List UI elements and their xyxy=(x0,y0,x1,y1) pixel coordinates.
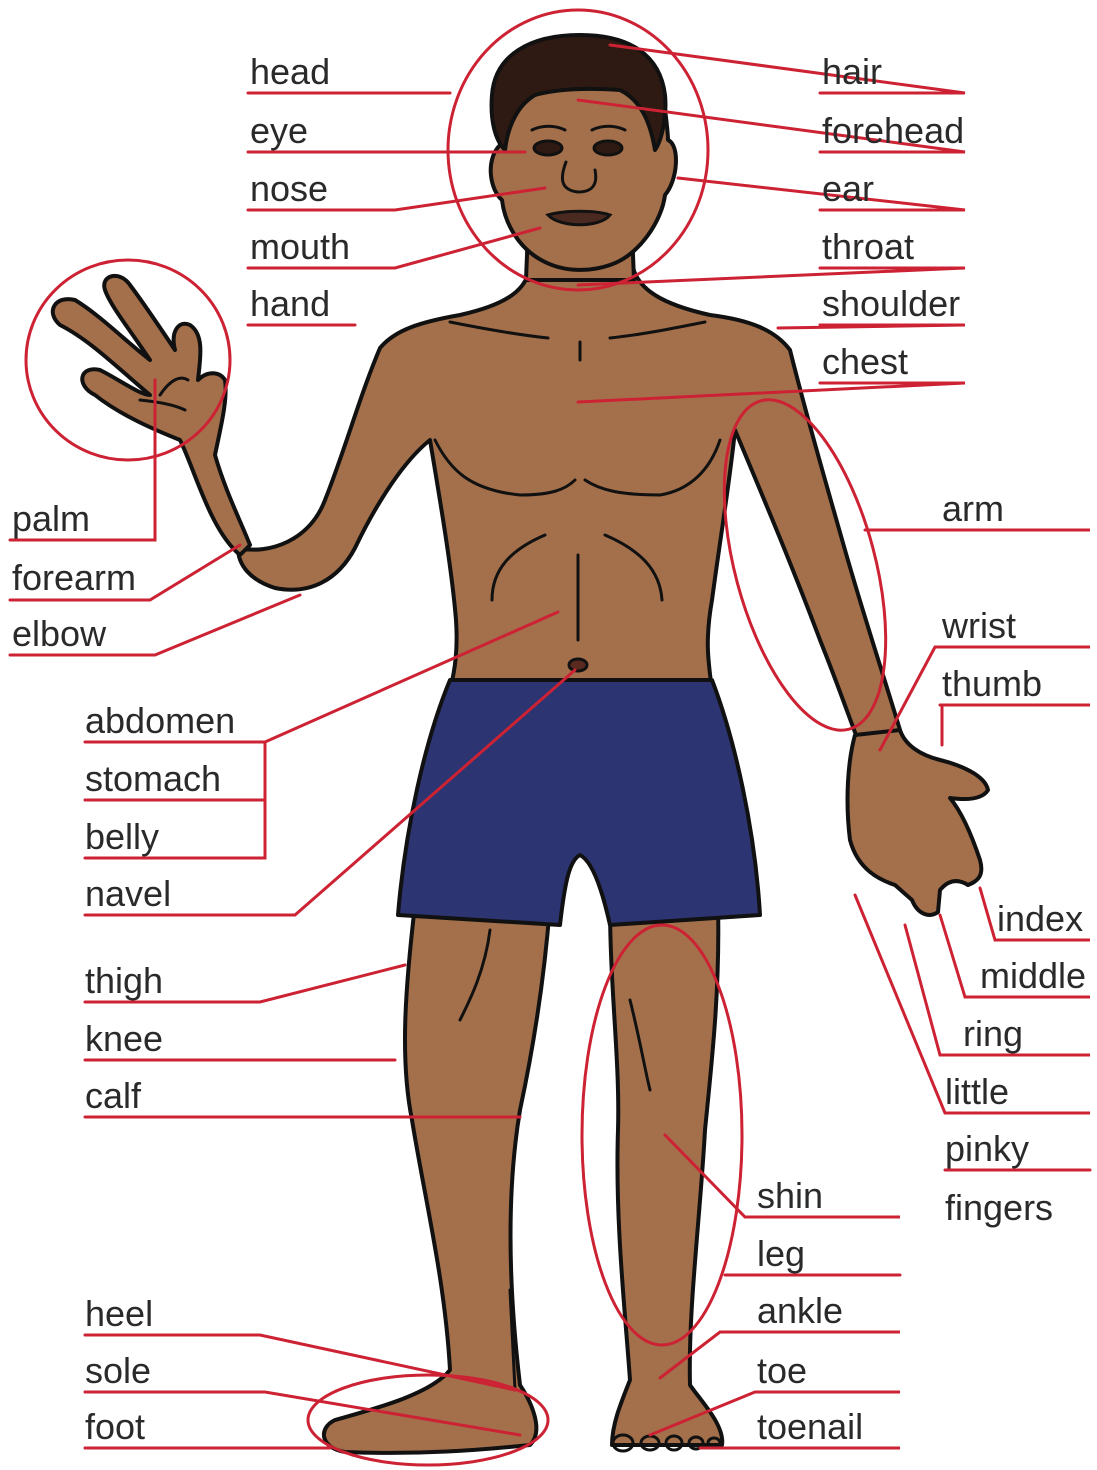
label-elbow: elbow xyxy=(12,614,106,654)
label-heel: heel xyxy=(85,1294,153,1334)
label-wrist: wrist xyxy=(942,606,1016,646)
label-head: head xyxy=(250,52,330,92)
label-ring: ring xyxy=(963,1014,1023,1054)
left-leg xyxy=(324,905,550,1453)
label-toe: toe xyxy=(757,1351,807,1391)
label-fingers: fingers xyxy=(945,1188,1053,1228)
label-pinky: pinky xyxy=(945,1129,1029,1169)
label-ear: ear xyxy=(822,169,874,209)
shorts xyxy=(398,680,760,925)
label-hair: hair xyxy=(822,52,882,92)
label-leg: leg xyxy=(757,1234,805,1274)
label-knee: knee xyxy=(85,1019,163,1059)
label-forearm: forearm xyxy=(12,558,136,598)
label-calf: calf xyxy=(85,1076,141,1116)
label-thumb: thumb xyxy=(942,664,1042,704)
label-mouth: mouth xyxy=(250,227,350,267)
label-index: index xyxy=(997,899,1083,939)
label-palm: palm xyxy=(12,499,90,539)
right-hand xyxy=(848,730,988,915)
label-stomach: stomach xyxy=(85,759,221,799)
label-sole: sole xyxy=(85,1351,151,1391)
label-little: little xyxy=(945,1072,1009,1112)
label-navel: navel xyxy=(85,874,171,914)
label-ankle: ankle xyxy=(757,1291,843,1331)
label-throat: throat xyxy=(822,227,914,267)
label-arm: arm xyxy=(942,489,1004,529)
label-foot: foot xyxy=(85,1407,145,1447)
label-eye: eye xyxy=(250,111,308,151)
label-chest: chest xyxy=(822,342,908,382)
label-belly: belly xyxy=(85,817,159,857)
label-shoulder: shoulder xyxy=(822,284,960,324)
label-middle: middle xyxy=(980,956,1086,996)
label-toenail: toenail xyxy=(757,1407,863,1447)
label-hand: hand xyxy=(250,284,330,324)
label-thigh: thigh xyxy=(85,961,163,1001)
label-nose: nose xyxy=(250,169,328,209)
label-abdomen: abdomen xyxy=(85,701,235,741)
label-forehead: forehead xyxy=(822,111,964,151)
label-shin: shin xyxy=(757,1176,823,1216)
